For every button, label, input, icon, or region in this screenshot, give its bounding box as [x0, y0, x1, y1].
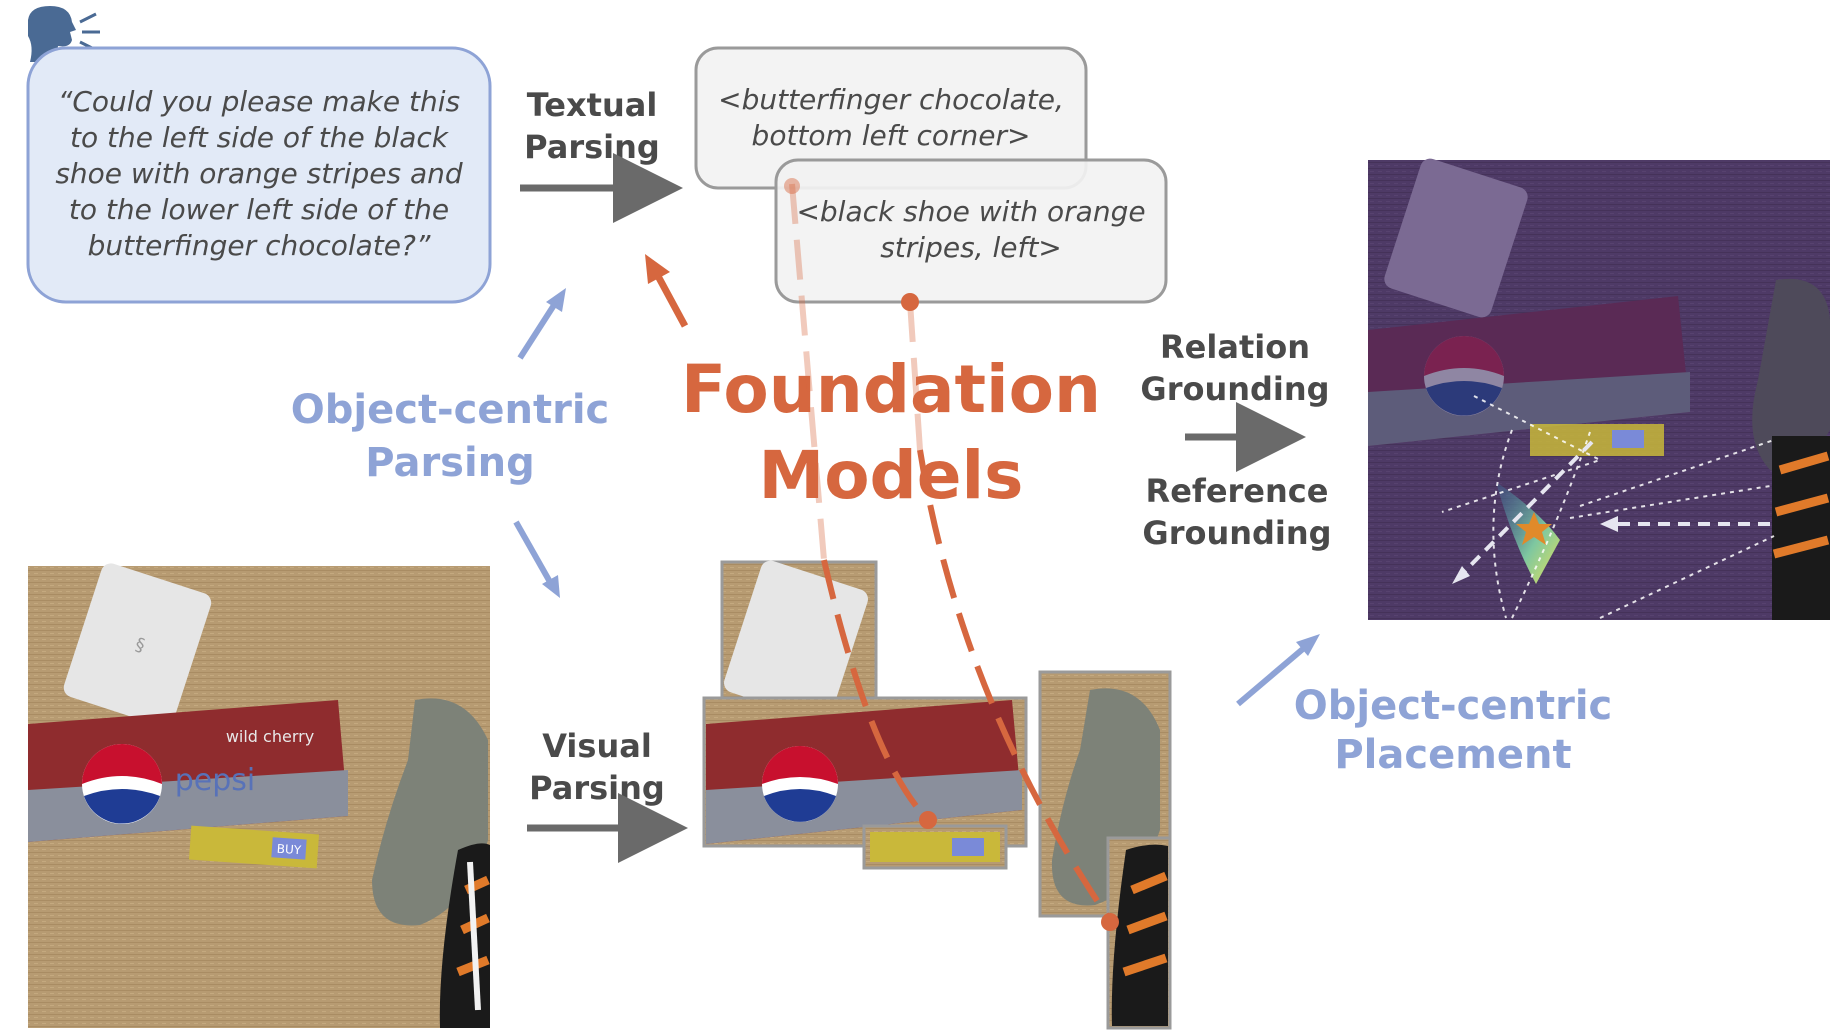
placement-output-image — [1368, 158, 1830, 620]
pepsi-logo-text: pepsi — [175, 763, 256, 798]
foundation-to-text-arrow — [654, 274, 689, 328]
textual-parsing-label-2: Parsing — [524, 128, 660, 166]
object-centric-parsing-label-2: Parsing — [365, 440, 535, 486]
butterfinger-candy: BUY — [188, 825, 320, 869]
speech-line-5: butterfinger chocolate?” — [88, 229, 431, 262]
visual-parsing-label-1: Visual — [542, 727, 652, 765]
input-scene-image: § pepsi wild cherry BUY — [28, 563, 490, 1028]
crop-white-card — [720, 560, 878, 722]
foundation-models-label-1: Foundation — [681, 351, 1101, 428]
visual-parsing-label-2: Parsing — [529, 769, 665, 807]
speech-line-4: to the lower left side of the — [69, 193, 449, 226]
relation-grounding-label-1: Relation — [1160, 328, 1310, 366]
parsed-text-2-line-1: <black shoe with orange — [796, 195, 1145, 228]
speech-line-3: shoe with orange stripes and — [55, 157, 463, 190]
pepsi-box-text: wild cherry — [226, 727, 314, 746]
foundation-links — [784, 178, 1119, 931]
parsed-text-box-2 — [774, 158, 1168, 304]
crop-pepsi-box — [702, 696, 1028, 848]
foundation-models-label-2: Models — [759, 437, 1024, 514]
crop-butterfinger-candy — [862, 824, 1008, 870]
object-centric-down-arrow — [513, 520, 553, 584]
parsed-text-1-line-2: bottom left corner> — [752, 119, 1031, 152]
textual-parsing-label-1: Textual — [527, 86, 658, 124]
parsed-text-1-line-1: <butterfinger chocolate, — [718, 83, 1064, 116]
crop-black-shoe — [1106, 836, 1172, 1030]
object-centric-placement-label-1: Object-centric — [1294, 683, 1613, 729]
parsed-text-2-line-2: stripes, left> — [880, 231, 1062, 264]
pepsi-box: pepsi wild cherry — [28, 700, 348, 842]
object-centric-parsing-label-1: Object-centric — [291, 387, 610, 433]
reference-grounding-label-1: Reference — [1146, 472, 1329, 510]
object-centric-placement-label-2: Placement — [1334, 732, 1571, 778]
speech-line-1: “Could you please make this — [58, 85, 460, 118]
reference-grounding-label-2: Grounding — [1142, 514, 1331, 552]
relation-grounding-label-2: Grounding — [1140, 370, 1329, 408]
placement-arrow — [1236, 645, 1306, 707]
speech-line-2: to the left side of the black — [70, 121, 450, 154]
candy-text: BUY — [276, 842, 302, 858]
object-centric-up-arrow — [517, 300, 559, 360]
white-card: § — [63, 563, 212, 727]
speech-bubble — [26, 46, 492, 304]
placement-star-icon — [1516, 512, 1552, 545]
black-striped-shoe — [439, 843, 490, 1028]
